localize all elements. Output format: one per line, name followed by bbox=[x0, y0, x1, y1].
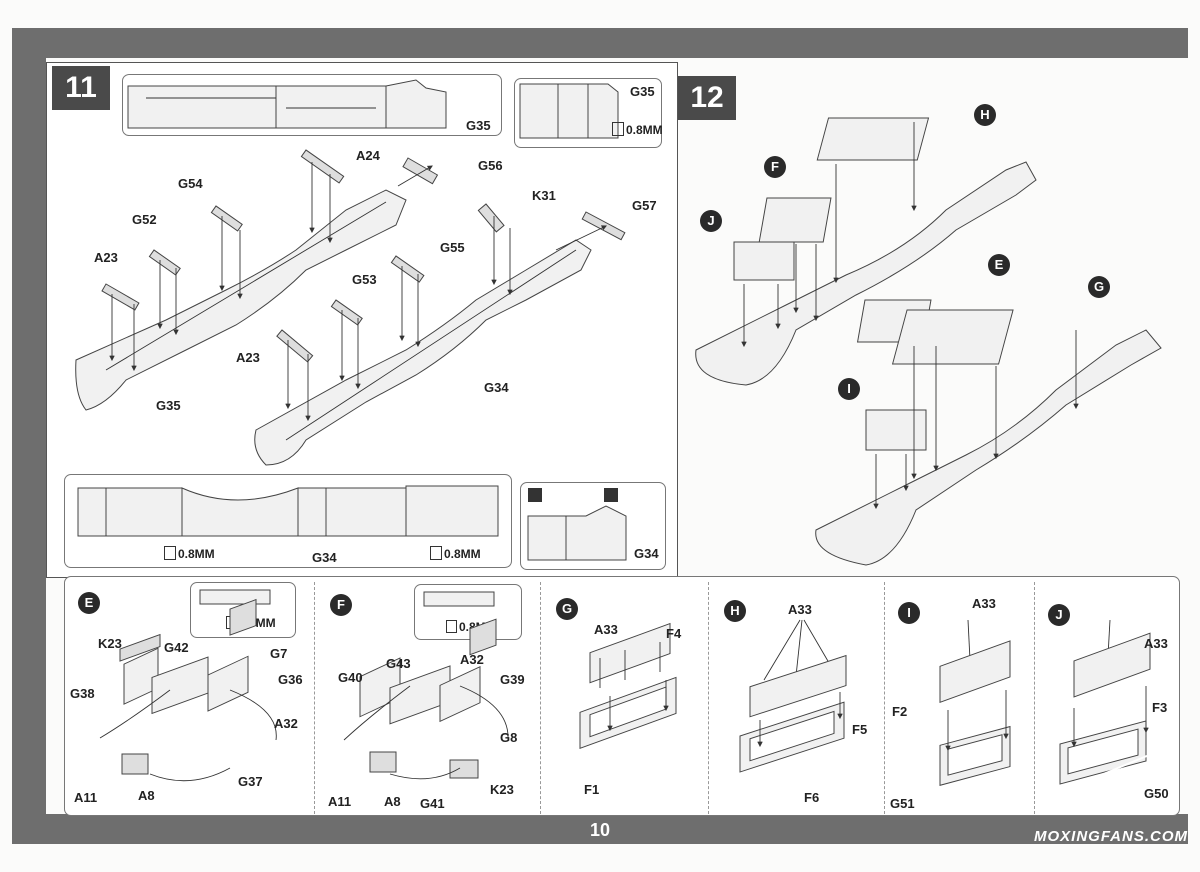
drill-icon bbox=[164, 546, 176, 560]
step-12-callout-j: J bbox=[700, 210, 722, 232]
sub-g-f4: F4 bbox=[666, 626, 682, 641]
page-number: 10 bbox=[589, 820, 611, 840]
sub-f-g41: G41 bbox=[420, 796, 445, 811]
sub-i-drawing bbox=[939, 619, 1011, 786]
divider bbox=[540, 582, 541, 814]
bottom-inset-drill-right: 0.8MM bbox=[430, 546, 481, 561]
sub-f-a8: A8 bbox=[384, 794, 401, 809]
label-a23-mid: A23 bbox=[236, 350, 260, 365]
sub-e-a11: A11 bbox=[74, 790, 98, 805]
step-12-callout-f: F bbox=[764, 156, 786, 178]
sub-f-inset-drawing bbox=[423, 591, 495, 607]
watermark: MOXINGFANS.COM bbox=[1033, 828, 1188, 845]
sub-h-a33: A33 bbox=[788, 602, 812, 617]
watermark-logo-icon bbox=[1069, 747, 1167, 810]
sub-i-a33: A33 bbox=[972, 596, 996, 611]
sub-g-f1: F1 bbox=[584, 782, 600, 797]
sub-h-drawing bbox=[739, 619, 847, 773]
sub-j-f3: F3 bbox=[1152, 700, 1168, 715]
drill-icon bbox=[446, 620, 457, 633]
left-gray-band bbox=[12, 28, 46, 844]
sub-i-g51: G51 bbox=[890, 796, 915, 811]
sub-f-g39: G39 bbox=[500, 672, 525, 687]
top-gray-band bbox=[12, 28, 1188, 58]
sub-g-a33: A33 bbox=[594, 622, 618, 637]
label-g52: G52 bbox=[132, 212, 157, 227]
sub-j-letter: J bbox=[1048, 604, 1070, 626]
step-12-callout-i: I bbox=[838, 378, 860, 400]
sub-g-drawing bbox=[579, 622, 677, 750]
sub-g-letter: G bbox=[556, 598, 578, 620]
sub-e-g38: G38 bbox=[70, 686, 95, 701]
step-12-number: 12 bbox=[678, 76, 736, 120]
sub-h-f5: F5 bbox=[852, 722, 868, 737]
divider bbox=[708, 582, 709, 814]
divider bbox=[884, 582, 885, 814]
sub-i-f2: F2 bbox=[892, 704, 908, 719]
step-12-main-drawing bbox=[695, 117, 1162, 566]
divider bbox=[314, 582, 315, 814]
top-right-inset-drawing bbox=[519, 83, 619, 139]
sub-e-g37: G37 bbox=[238, 774, 263, 789]
sub-f-g40: G40 bbox=[338, 670, 363, 685]
label-k31: K31 bbox=[532, 188, 556, 203]
sub-j-drawing bbox=[1059, 619, 1151, 785]
sub-e-a32: A32 bbox=[274, 716, 298, 731]
sub-f-a11: A11 bbox=[328, 794, 352, 809]
bottom-right-inset-part: G34 bbox=[634, 546, 659, 561]
label-g54: G54 bbox=[178, 176, 203, 191]
label-g55: G55 bbox=[440, 240, 465, 255]
sub-f-g8: G8 bbox=[500, 730, 518, 745]
sub-f-drawing bbox=[343, 618, 509, 780]
divider bbox=[1034, 582, 1035, 814]
sub-e-g36: G36 bbox=[278, 672, 303, 687]
label-g57: G57 bbox=[632, 198, 657, 213]
sub-e-g7: G7 bbox=[270, 646, 288, 661]
sub-f-letter: F bbox=[330, 594, 352, 616]
sub-h-letter: H bbox=[724, 600, 746, 622]
label-g56: G56 bbox=[478, 158, 503, 173]
sub-e-drawing bbox=[99, 598, 277, 782]
step-12-callout-e: E bbox=[988, 254, 1010, 276]
bottom-gray-band bbox=[12, 814, 1188, 844]
top-inset-g35-label: G35 bbox=[466, 118, 491, 133]
bottom-inset-drill-left: 0.8MM bbox=[164, 546, 215, 561]
sub-f-g43: G43 bbox=[386, 656, 411, 671]
bottom-inset-part: G34 bbox=[312, 550, 337, 565]
sub-e-letter: E bbox=[78, 592, 100, 614]
sub-j-a33: A33 bbox=[1144, 636, 1168, 651]
step-12-callout-h: H bbox=[974, 104, 996, 126]
sub-e-k23: K23 bbox=[98, 636, 122, 651]
label-a24: A24 bbox=[356, 148, 380, 163]
top-right-inset-part: G35 bbox=[630, 84, 655, 99]
sub-f-a32: A32 bbox=[460, 652, 484, 667]
drill-icon bbox=[612, 122, 624, 136]
sub-f-k23: K23 bbox=[490, 782, 514, 797]
label-g35: G35 bbox=[156, 398, 181, 413]
label-g53: G53 bbox=[352, 272, 377, 287]
sub-i-letter: I bbox=[898, 602, 920, 624]
label-g34: G34 bbox=[484, 380, 509, 395]
sub-h-f6: F6 bbox=[804, 790, 820, 805]
bottom-right-inset-drawing bbox=[527, 488, 627, 561]
step-11-number: 11 bbox=[52, 66, 110, 110]
drill-icon bbox=[430, 546, 442, 560]
step-11-main-drawing bbox=[75, 149, 626, 466]
sub-e-g42: G42 bbox=[164, 640, 189, 655]
step-12-callout-g: G bbox=[1088, 276, 1110, 298]
label-a23-left: A23 bbox=[94, 250, 118, 265]
sub-j-g50: G50 bbox=[1144, 786, 1169, 801]
drill-size-label: 0.8MM bbox=[612, 122, 663, 137]
top-inset-chassis-drawing bbox=[127, 79, 447, 129]
sub-e-a8: A8 bbox=[138, 788, 155, 803]
bottom-inset-chassis-drawing bbox=[77, 485, 499, 537]
